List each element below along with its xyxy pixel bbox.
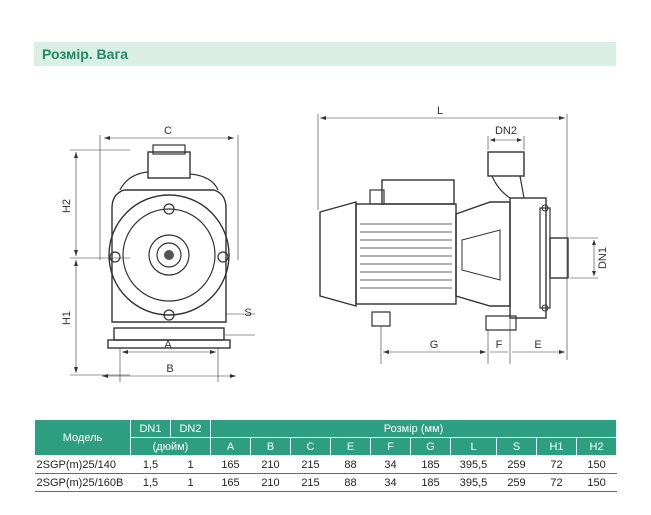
cell-dn2: 1 bbox=[170, 473, 211, 492]
cell-dim: 185 bbox=[410, 455, 451, 474]
header-dim: L bbox=[450, 437, 497, 456]
cell-dn1: 1,5 bbox=[130, 473, 171, 492]
cell-dim: 259 bbox=[496, 473, 537, 492]
header-size-group: Розмір (мм) bbox=[209, 419, 618, 438]
section-title: Розмір. Вага bbox=[42, 46, 129, 62]
table-row: 2SGP(m)25/160B 1,5 1 165 210 215 88 34 1… bbox=[34, 473, 617, 492]
dim-label-a: A bbox=[164, 339, 172, 351]
table-row: 2SGP(m)25/140 1,5 1 165 210 215 88 34 18… bbox=[34, 455, 617, 474]
cell-model: 2SGP(m)25/140 bbox=[34, 455, 131, 474]
dim-label-e: E bbox=[534, 339, 541, 351]
header-dim: E bbox=[330, 437, 371, 456]
dim-label-g: G bbox=[430, 339, 439, 351]
cell-dim: 72 bbox=[536, 473, 577, 492]
cell-dim: 165 bbox=[210, 473, 251, 492]
dim-label-h1: H1 bbox=[61, 311, 73, 325]
header-dim: H1 bbox=[536, 437, 577, 456]
header-dn1: DN1 bbox=[130, 419, 171, 438]
cell-dn1: 1,5 bbox=[130, 455, 171, 474]
dim-label-dn2: DN2 bbox=[495, 125, 517, 137]
header-unit-inch: (дюйм) bbox=[130, 437, 211, 456]
dim-label-s: S bbox=[244, 307, 251, 319]
cell-dim: 72 bbox=[536, 455, 577, 474]
dim-label-c: C bbox=[164, 125, 172, 137]
pump-dimension-drawing: C H2 H1 S A B bbox=[61, 105, 609, 382]
header-dim: C bbox=[290, 437, 331, 456]
header-dim: H2 bbox=[575, 437, 618, 456]
cell-dn2: 1 bbox=[170, 455, 211, 474]
header-dim: S bbox=[496, 437, 537, 456]
cell-dim: 210 bbox=[250, 473, 291, 492]
cell-dim: 259 bbox=[496, 455, 537, 474]
dim-label-f: F bbox=[496, 339, 503, 351]
cell-dim: 88 bbox=[330, 473, 371, 492]
dim-label-b: B bbox=[166, 363, 173, 375]
dim-label-dn1: DN1 bbox=[597, 247, 609, 269]
cell-dim: 210 bbox=[250, 455, 291, 474]
cell-dim: 165 bbox=[210, 455, 251, 474]
spec-table: Модель DN1 DN2 Розмір (мм) (дюйм) A B C … bbox=[34, 419, 618, 492]
cell-dim: 34 bbox=[370, 473, 411, 492]
cell-dim: 215 bbox=[290, 473, 331, 492]
table-header-row: Модель DN1 DN2 Розмір (мм) bbox=[34, 419, 618, 456]
cell-dim: 88 bbox=[330, 455, 371, 474]
side-view bbox=[317, 114, 598, 364]
header-model: Модель bbox=[34, 419, 131, 456]
header-dim: B bbox=[250, 437, 291, 456]
cell-dim: 185 bbox=[410, 473, 451, 492]
front-view bbox=[70, 135, 255, 382]
cell-model: 2SGP(m)25/160B bbox=[34, 473, 131, 492]
cell-dim: 150 bbox=[576, 455, 617, 474]
cell-dim: 34 bbox=[370, 455, 411, 474]
cell-dim: 395,5 bbox=[450, 473, 497, 492]
dim-label-l: L bbox=[437, 105, 443, 117]
dim-label-h2: H2 bbox=[61, 199, 73, 213]
cell-dim: 395,5 bbox=[450, 455, 497, 474]
header-dim: F bbox=[370, 437, 411, 456]
cell-dim: 215 bbox=[290, 455, 331, 474]
header-dim: A bbox=[210, 437, 251, 456]
table-subheader-row: (дюйм) A B C E F G L S H1 H2 bbox=[35, 437, 618, 456]
header-dn2: DN2 bbox=[170, 419, 211, 438]
header-dim: G bbox=[410, 437, 451, 456]
cell-dim: 150 bbox=[576, 473, 617, 492]
section-header: Розмір. Вага bbox=[34, 42, 616, 66]
